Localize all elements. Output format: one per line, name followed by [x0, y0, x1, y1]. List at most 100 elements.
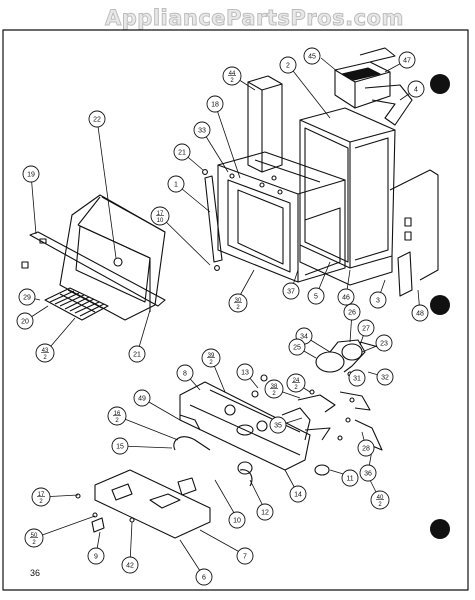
- callout-32: 32: [376, 368, 394, 386]
- part-dispenser-housing: [179, 381, 311, 471]
- callout-8: 8: [176, 364, 194, 382]
- svg-text:172: 172: [38, 492, 45, 505]
- callout-21-bottom: 21: [128, 345, 146, 363]
- part-wire-harness: [173, 374, 330, 487]
- callout-23: 23: [375, 334, 393, 352]
- svg-text:392: 392: [208, 353, 215, 366]
- callout-10: 10: [228, 511, 246, 529]
- callout-13: 13: [236, 363, 254, 381]
- svg-text:162: 162: [114, 411, 121, 424]
- svg-text:47: 47: [403, 58, 411, 65]
- part-bottom-panel: [75, 469, 211, 539]
- svg-text:18: 18: [211, 102, 219, 109]
- svg-text:432: 432: [42, 348, 49, 361]
- svg-text:2: 2: [286, 63, 290, 70]
- callout-26: 26: [343, 303, 361, 321]
- callout-7: 7: [236, 547, 254, 565]
- part-bezel: [202, 169, 223, 271]
- svg-text:42: 42: [126, 563, 134, 570]
- svg-text:302: 302: [235, 298, 242, 311]
- callout-29: 29: [18, 288, 36, 306]
- part-back-housing: [299, 107, 439, 297]
- svg-text:32: 32: [381, 375, 389, 382]
- svg-text:1: 1: [174, 182, 178, 189]
- part-drip-grille: [44, 287, 109, 321]
- svg-text:34: 34: [300, 334, 308, 341]
- svg-text:28: 28: [362, 446, 370, 453]
- callout-18: 18: [206, 95, 224, 113]
- callout-36: 36: [359, 464, 377, 482]
- callout-2: 2: [279, 56, 297, 74]
- svg-text:7: 7: [243, 554, 247, 561]
- svg-text:35: 35: [274, 423, 282, 430]
- callout-11: 11: [341, 469, 359, 487]
- svg-text:25: 25: [293, 345, 301, 352]
- svg-text:45: 45: [308, 54, 316, 61]
- callout-14: 14: [289, 485, 307, 503]
- callout-45: 45: [303, 47, 321, 65]
- page-number: 36: [30, 568, 41, 578]
- svg-text:382: 382: [271, 384, 278, 397]
- callout-46: 46: [337, 288, 355, 306]
- callout-49: 49: [133, 389, 151, 407]
- callout-35: 35: [269, 416, 287, 434]
- svg-text:26: 26: [348, 310, 356, 317]
- svg-text:9: 9: [94, 554, 98, 561]
- part-column: [247, 75, 283, 173]
- callout-4: 4: [407, 80, 425, 98]
- svg-text:15: 15: [116, 444, 124, 451]
- callout-22: 22: [88, 110, 106, 128]
- svg-text:4: 4: [414, 87, 418, 94]
- svg-text:12: 12: [261, 510, 269, 517]
- callout-12: 12: [256, 503, 274, 521]
- svg-text:13: 13: [241, 370, 249, 377]
- callout-6: 6: [195, 568, 213, 586]
- svg-text:442: 442: [229, 71, 236, 84]
- callout-21-top: 21: [173, 143, 191, 161]
- svg-text:31: 31: [353, 376, 361, 383]
- svg-text:19: 19: [27, 172, 35, 179]
- callout-37: 37: [282, 282, 300, 300]
- callout-5: 5: [307, 287, 325, 305]
- svg-text:29: 29: [23, 295, 31, 302]
- svg-text:11: 11: [346, 476, 353, 483]
- callout-47: 47: [398, 51, 416, 69]
- callout-31: 31: [348, 369, 366, 387]
- svg-text:14: 14: [294, 492, 302, 499]
- part-dispenser-levers: [297, 389, 383, 451]
- svg-text:402: 402: [377, 495, 384, 508]
- svg-text:21: 21: [178, 150, 186, 157]
- callout-9: 9: [87, 547, 105, 565]
- svg-text:5: 5: [314, 294, 318, 301]
- svg-text:49: 49: [138, 396, 146, 403]
- callout-20: 20: [16, 312, 34, 330]
- svg-text:6: 6: [202, 575, 206, 582]
- svg-text:22: 22: [93, 117, 101, 124]
- part-front-panel: [59, 194, 166, 321]
- svg-text:502: 502: [31, 533, 38, 546]
- svg-text:10: 10: [233, 518, 241, 525]
- svg-text:33: 33: [198, 128, 206, 135]
- part-auger-motor: [315, 339, 383, 377]
- leader-lines: [24, 57, 421, 578]
- watermark-text: AppliancePartsPros.com: [105, 6, 404, 31]
- svg-text:21: 21: [133, 352, 141, 359]
- part-housing-frame: [217, 151, 346, 283]
- svg-text:27: 27: [362, 326, 370, 333]
- svg-text:46: 46: [342, 295, 350, 302]
- punch-hole-middle: [430, 295, 450, 315]
- svg-text:242: 242: [293, 378, 300, 391]
- svg-text:48: 48: [416, 311, 424, 318]
- svg-text:36: 36: [364, 471, 372, 478]
- svg-text:8: 8: [183, 371, 187, 378]
